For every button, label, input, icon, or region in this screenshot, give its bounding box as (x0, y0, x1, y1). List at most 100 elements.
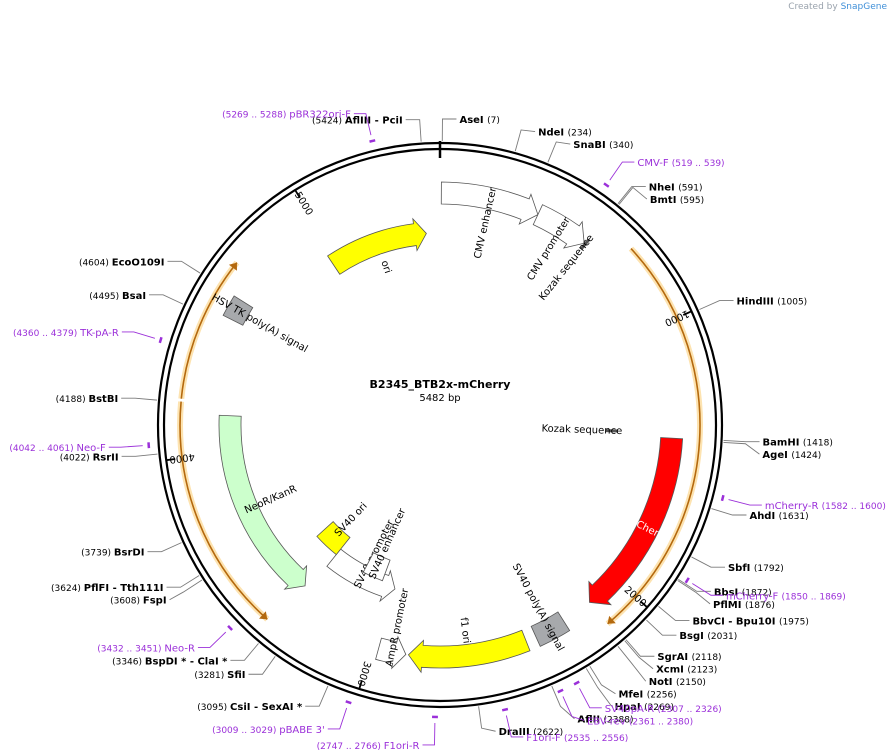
primer-pbabe-3[interactable]: (3009 .. 3029) pBABE 3' (212, 725, 325, 736)
enzyme-leader (699, 300, 734, 310)
enzyme-site-draiii[interactable]: DraIII (2622) (499, 727, 564, 738)
primer-mcherry-f[interactable]: mCherry-F (1850 .. 1869) (726, 591, 846, 602)
enzyme-site-hpai[interactable]: HpaI (2269) (615, 702, 674, 713)
enzyme-site-bmti[interactable]: BmtI (595) (650, 195, 704, 206)
ruler-tick (682, 310, 692, 316)
enzyme-site-sbfi[interactable]: SbfI (1792) (728, 563, 784, 574)
enzyme-site-bamhi[interactable]: BamHI (1418) (763, 438, 833, 449)
enzyme-site-bbsi[interactable]: BbsI (1872) (714, 587, 772, 598)
enzyme-site-bsai[interactable]: (4495) BsaI (89, 291, 146, 302)
enzyme-site-nhei[interactable]: NheI (591) (649, 183, 703, 194)
enzyme-name: BstBI (88, 394, 118, 405)
enzyme-site-ahdi[interactable]: AhdI (1631) (749, 511, 808, 522)
feature-ori (327, 217, 427, 275)
enzyme-leader (658, 606, 690, 621)
primer-mark (684, 577, 690, 584)
enzyme-pos: (1872) (742, 588, 772, 598)
primer-ebv-rev[interactable]: EBV-rev (2361 .. 2380) (587, 716, 693, 727)
enzyme-site-ecoo109i[interactable]: (4604) EcoO109I (79, 257, 165, 268)
enzyme-pos: (1792) (754, 564, 784, 574)
enzyme-pos: (1876) (745, 601, 775, 611)
primer-neo-f[interactable]: (4042 .. 4061) Neo-F (9, 443, 106, 454)
enzyme-pos: (5424) (312, 117, 345, 127)
enzyme-pos: (2150) (676, 678, 706, 688)
enzyme-pos: (2118) (692, 653, 722, 663)
primer-range: (5269 .. 5288) (222, 111, 289, 121)
enzyme-pos: (3281) (194, 671, 227, 681)
feature-label-hsv-tk-poly-a-signal: HSV TK poly(A) signal (210, 292, 310, 355)
enzyme-leader (121, 397, 158, 401)
enzyme-site-rsrii[interactable]: (4022) RsrII (60, 452, 119, 463)
enzyme-site-asei[interactable]: AseI (7) (459, 115, 499, 126)
enzyme-name: XcmI (656, 665, 687, 676)
plasmid-length: 5482 bp (419, 393, 460, 404)
enzyme-site-xcmi[interactable]: XcmI (2123) (656, 665, 717, 676)
enzyme-name: BbsI (714, 587, 742, 598)
feature-f1-ori (407, 629, 531, 674)
enzyme-site-sgrai[interactable]: SgrAI (2118) (657, 652, 721, 663)
enzyme-name: HindIII (737, 297, 778, 308)
enzyme-extra: - PciI (375, 116, 403, 127)
enzyme-site-afliii[interactable]: (5424) AflIII - PciI (312, 116, 403, 127)
feature-band (607, 248, 701, 625)
ruler-label: 3000 (354, 660, 372, 688)
enzyme-name: SbfI (728, 563, 754, 574)
enzyme-site-mfei[interactable]: MfeI (2256) (618, 690, 676, 701)
primer-pbr322ori-f[interactable]: (5269 .. 5288) pBR322ori-F (222, 110, 351, 121)
primer-mcherry-r[interactable]: mCherry-R (1582 .. 1600) (765, 501, 886, 512)
enzyme-name: BsrDI (114, 548, 145, 559)
primer-leader (728, 499, 762, 506)
enzyme-site-fspi[interactable]: (3608) FspI (110, 596, 166, 607)
enzyme-leader (478, 706, 496, 732)
primer-leader (609, 161, 635, 181)
primer-mark (573, 680, 580, 686)
enzyme-site-bbvci[interactable]: BbvCI - Bpu10I (1975) (692, 616, 808, 627)
enzyme-site-sfii[interactable]: (3281) SfiI (194, 670, 245, 681)
enzyme-pos: (7) (487, 116, 500, 126)
enzyme-site-csii[interactable]: (3095) CsiI - SexAI * (197, 702, 303, 713)
primer-tk-pa-r[interactable]: (4360 .. 4379) TK-pA-R (13, 328, 119, 339)
enzyme-leader (618, 186, 648, 205)
primer-leader (108, 445, 143, 448)
primer-mark (369, 139, 376, 143)
primer-sites: (5269 .. 5288) pBR322ori-F CMV-F (519 ..… (9, 110, 886, 752)
enzyme-site-bsgi[interactable]: BsgI (2031) (679, 631, 737, 642)
enzyme-site-bsrdi[interactable]: (3739) BsrDI (81, 548, 144, 559)
primer-range: (2747 .. 2766) (317, 742, 384, 752)
enzyme-leader (678, 579, 711, 592)
primer-f1ori-r[interactable]: (2747 .. 2766) F1ori-R (317, 741, 420, 752)
enzyme-site-ndei[interactable]: NdeI (234) (538, 128, 592, 139)
enzyme-pos: (1424) (791, 451, 821, 461)
enzyme-site-agei[interactable]: AgeI (1424) (762, 450, 821, 461)
enzyme-name: BsgI (679, 631, 707, 642)
enzyme-site-snabi[interactable]: SnaBI (340) (573, 140, 633, 151)
primer-mark (227, 624, 234, 631)
enzyme-site-pflmi[interactable]: PflMI (1876) (713, 600, 775, 611)
enzyme-site-hindiii[interactable]: HindIII (1005) (737, 297, 808, 308)
enzyme-site-bstbi[interactable]: (4188) BstBI (56, 394, 118, 405)
enzyme-name: PflFI (84, 583, 113, 594)
enzyme-site-aflii[interactable]: AflII (2388) (577, 715, 633, 726)
feature-band (179, 401, 268, 620)
primer-leader (562, 696, 585, 721)
primer-mark (603, 182, 610, 188)
enzyme-site-bspdi[interactable]: (3346) BspDI * - ClaI * (112, 656, 228, 667)
primer-name: F1ori-R (384, 741, 420, 752)
ruler-tick (294, 189, 301, 199)
enzyme-site-noti[interactable]: NotI (2150) (649, 677, 706, 688)
primer-range: (4042 .. 4061) (9, 444, 76, 454)
enzyme-extra: - Tth111I (113, 583, 164, 594)
primer-neo-r[interactable]: (3432 .. 3451) Neo-R (97, 643, 195, 654)
primer-cmv-f[interactable]: CMV-F (519 .. 539) (637, 158, 724, 169)
enzyme-pos: (2388) (604, 716, 634, 726)
enzyme-leader (723, 441, 760, 455)
enzyme-site-pflfi[interactable]: (3624) PflFI - Tth111I (51, 583, 164, 594)
enzyme-name: NotI (649, 677, 676, 688)
feature-hsv-tk-poly-a-signal (222, 295, 254, 326)
feature-band-arrowhead (228, 262, 237, 271)
enzyme-leader (624, 640, 654, 670)
primer-sv40pa-r[interactable]: SV40pA-R (2307 .. 2326) (605, 704, 722, 715)
primer-f1ori-f[interactable]: F1ori-F (2535 .. 2556) (526, 733, 628, 744)
feature-label-sv40-ori: SV40 ori (333, 501, 370, 539)
